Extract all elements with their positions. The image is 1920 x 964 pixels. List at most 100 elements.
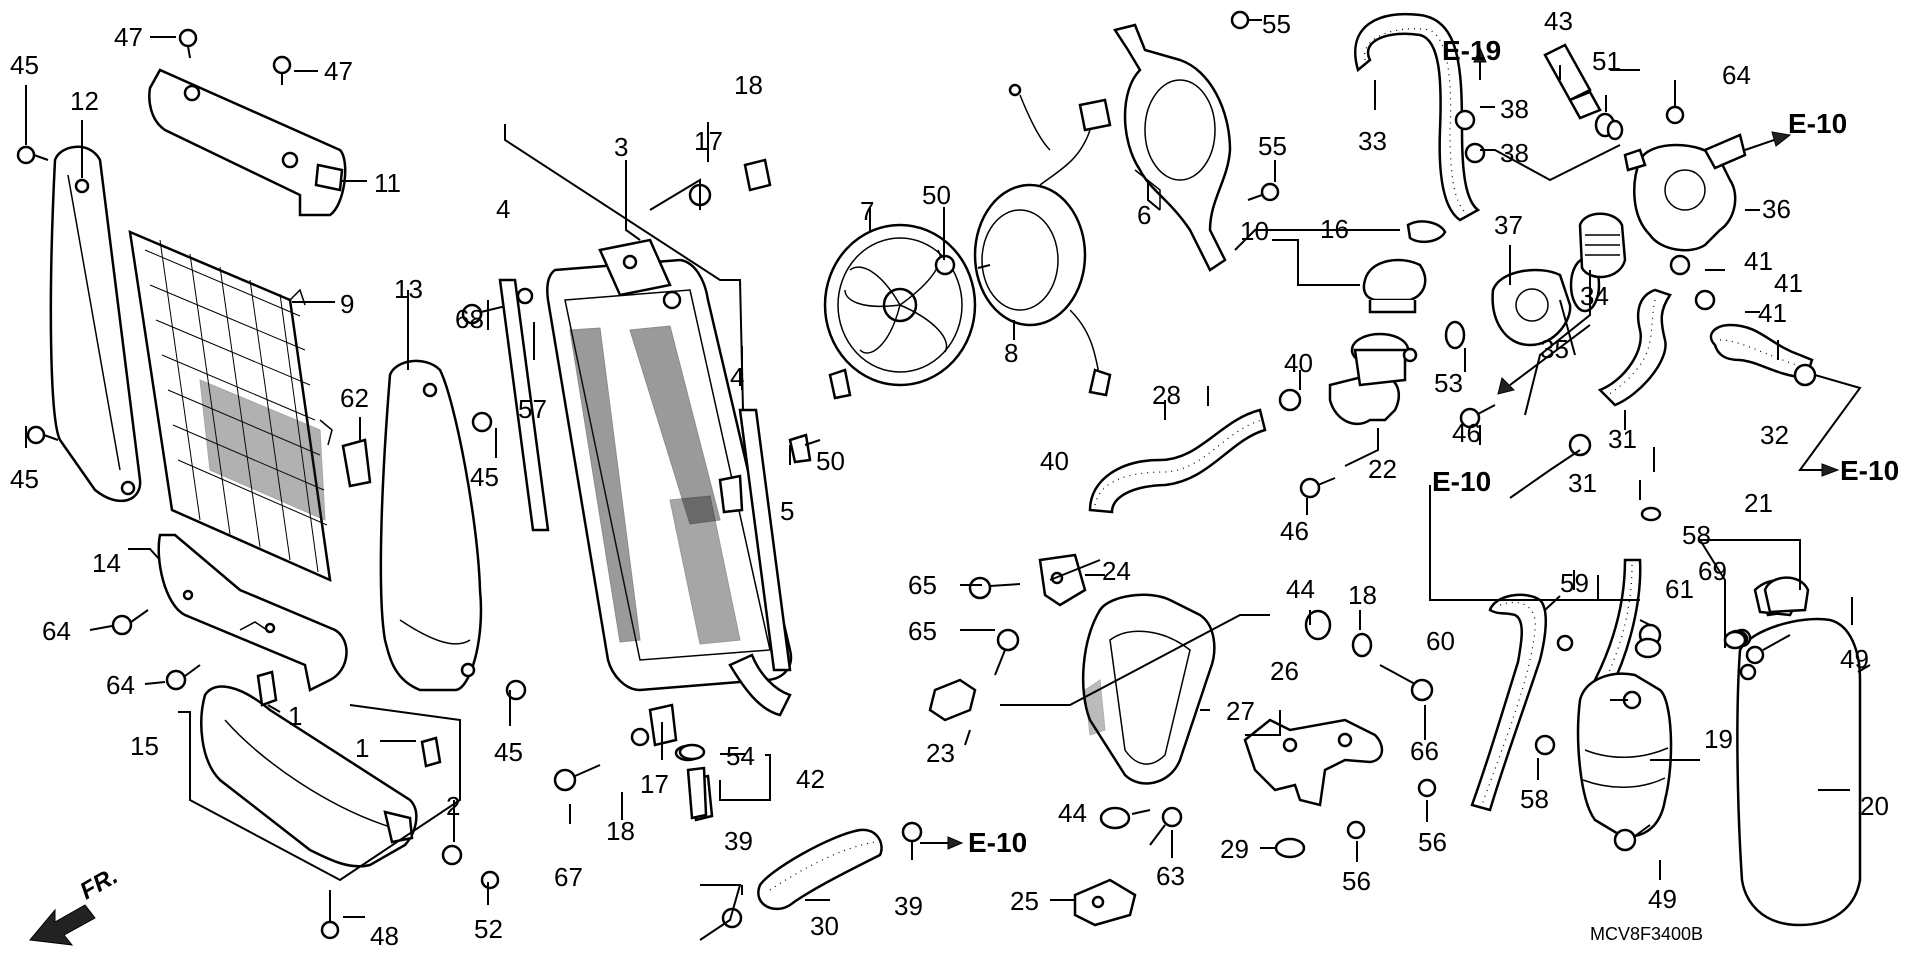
part-13-shroud (379, 359, 483, 692)
callout: 15 (130, 731, 159, 761)
callout: 41 (1758, 298, 1787, 328)
callout: 34 (1580, 281, 1609, 311)
callout: 28 (1152, 380, 1181, 410)
callout: 62 (340, 383, 369, 413)
reference-label: E-19 (1442, 35, 1501, 66)
callout: 53 (1434, 368, 1463, 398)
callout: 27 (1226, 696, 1255, 726)
callout: 39 (724, 826, 753, 856)
callout: 5 (780, 496, 794, 526)
callout: 45 (470, 462, 499, 492)
fasteners-right (1278, 80, 1817, 499)
callout: 57 (518, 394, 547, 424)
callout: 18 (734, 70, 763, 100)
part-4-strips (498, 278, 792, 672)
part-30-hose (757, 828, 883, 911)
reference-label: E-10 (968, 827, 1027, 858)
callout: 4 (496, 194, 510, 224)
callout: 51 (1592, 46, 1621, 76)
callout: 17 (640, 769, 669, 799)
callout: 14 (92, 548, 121, 578)
callout: 18 (1348, 580, 1377, 610)
callout: 58 (1682, 520, 1711, 550)
callout: 49 (1840, 644, 1869, 674)
callout: 55 (1262, 9, 1291, 39)
part-61-hose (1593, 558, 1642, 692)
callout: 42 (796, 764, 825, 794)
callout: 49 (1648, 884, 1677, 914)
part-19-reserve-tank (1576, 672, 1673, 838)
callout: 31 (1608, 424, 1637, 454)
part-15-lower-cover (200, 685, 418, 868)
callout: 6 (1137, 200, 1151, 230)
callout: 20 (1860, 791, 1889, 821)
reference-arrows (920, 46, 1840, 850)
part-43-sensor (1543, 43, 1616, 138)
callout: 31 (1568, 468, 1597, 498)
callout: 50 (816, 446, 845, 476)
callout: 32 (1760, 420, 1789, 450)
part-23-bracket (928, 678, 977, 722)
diagram-code: MCV8F3400B (1590, 924, 1703, 944)
callout: 55 (1258, 131, 1287, 161)
callout: 25 (1010, 886, 1039, 916)
callout: 7 (860, 196, 874, 226)
callout: 48 (370, 921, 399, 951)
callout: 2 (446, 791, 460, 821)
callout: 68 (455, 304, 484, 334)
callout: 59 (1560, 568, 1589, 598)
callout: 35 (1540, 334, 1569, 364)
callout: 44 (1058, 798, 1087, 828)
callout: 3 (614, 132, 628, 162)
callout: 65 (908, 570, 937, 600)
leader-lines (25, 19, 1871, 941)
callout: 63 (1156, 861, 1185, 891)
callout: 4 (730, 362, 744, 392)
callout: 13 (394, 274, 423, 304)
callout: 60 (1426, 626, 1455, 656)
callout: 8 (1004, 338, 1018, 368)
part-22-filler-neck (1328, 332, 1418, 426)
part-6-fan-shroud (1112, 23, 1232, 272)
callout: 36 (1762, 194, 1791, 224)
callout: 16 (1320, 214, 1349, 244)
callout: 47 (114, 22, 143, 52)
part-24-bracket (1038, 553, 1087, 607)
callout: 64 (42, 616, 71, 646)
part-28-hose (1088, 408, 1267, 514)
part-20-tank-cover (1736, 617, 1862, 927)
callout: 43 (1544, 6, 1573, 36)
callout: 17 (694, 126, 723, 156)
callout: 56 (1418, 827, 1447, 857)
part-25-bracket (1073, 878, 1137, 927)
callout: 22 (1368, 454, 1397, 484)
fasteners-left (16, 28, 534, 940)
callout: 19 (1704, 724, 1733, 754)
part-34-thermostat (1578, 212, 1627, 279)
callout: 40 (1284, 348, 1313, 378)
callout: 69 (1698, 556, 1727, 586)
part-31-hose (1597, 288, 1672, 407)
part-11-upper-bracket (148, 68, 347, 217)
callout: 52 (474, 914, 503, 944)
part-26-bracket (1243, 718, 1384, 807)
part-33-hose (1354, 12, 1481, 222)
callout: 41 (1774, 268, 1803, 298)
callout: 64 (1722, 60, 1751, 90)
callout: 29 (1220, 834, 1249, 864)
callout: 47 (324, 56, 353, 86)
part-14-lower-bracket (157, 533, 348, 692)
callout: 39 (894, 891, 923, 921)
callout: 67 (554, 862, 583, 892)
callout: 45 (494, 737, 523, 767)
part-8-motor (973, 83, 1112, 397)
callout: 24 (1102, 556, 1131, 586)
callout: 61 (1665, 574, 1694, 604)
callout: 66 (1410, 736, 1439, 766)
callout: 64 (106, 670, 135, 700)
callout: 11 (374, 168, 401, 198)
callout: 41 (1744, 246, 1773, 276)
callout: 26 (1270, 656, 1299, 686)
callout: 12 (70, 86, 99, 116)
